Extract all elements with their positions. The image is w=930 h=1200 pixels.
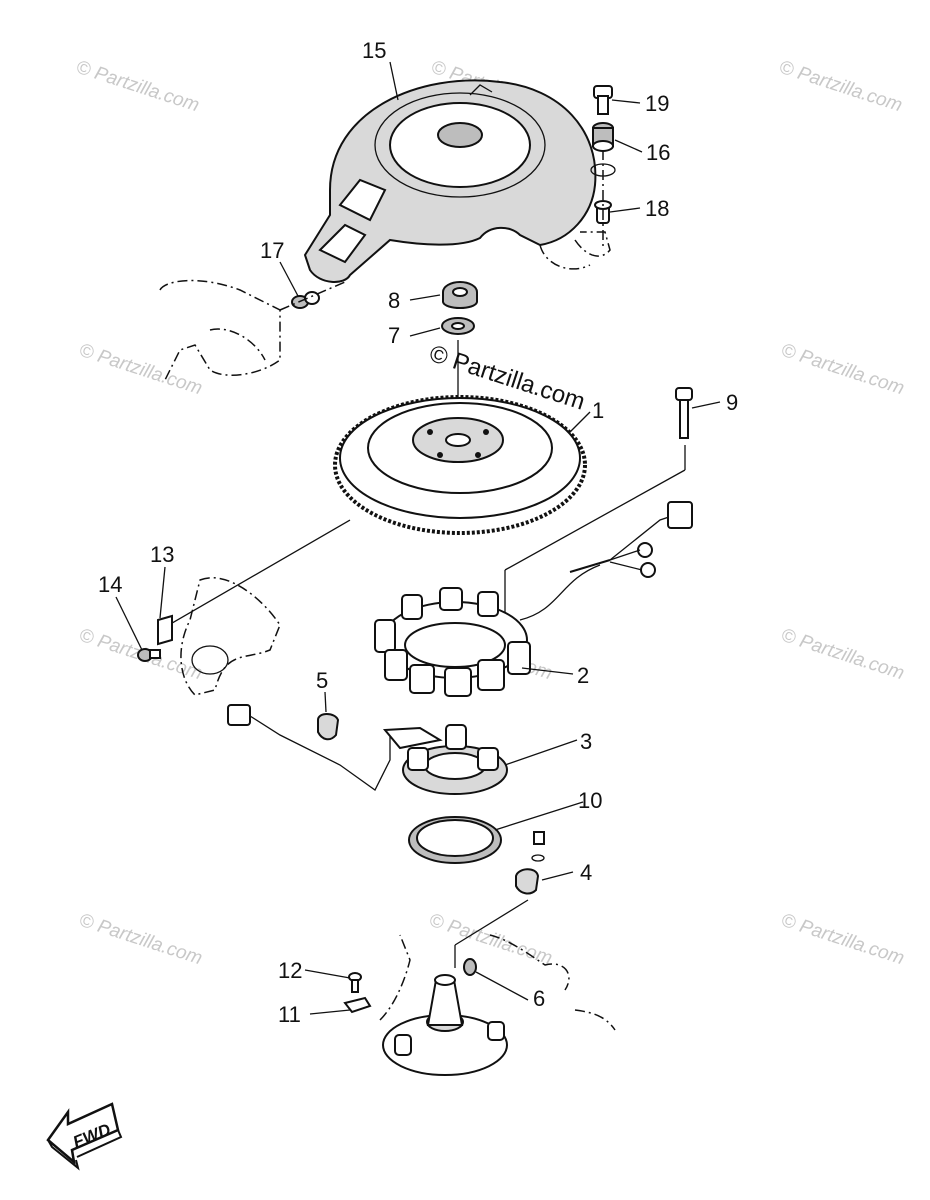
part-label-14: 14	[98, 572, 122, 597]
grommet-part-17	[291, 291, 320, 309]
watermark: © Partzilla.com	[778, 910, 906, 970]
part-label-19: 19	[645, 91, 669, 116]
clamp-part-5	[317, 713, 340, 741]
bushing-part-16	[590, 122, 616, 177]
clip-part-11	[343, 996, 372, 1014]
ring-part-10	[408, 816, 502, 864]
washer-part-6	[463, 958, 477, 976]
watermark: © Partzilla.com	[76, 910, 204, 970]
part-label-6: 6	[533, 986, 545, 1011]
connector	[227, 704, 251, 726]
screw-part-14	[137, 648, 161, 662]
part-label-16: 16	[646, 140, 670, 165]
part-label-11: 11	[278, 1002, 301, 1027]
part-label-10: 10	[578, 788, 602, 813]
part-label-1: 1	[592, 398, 604, 423]
fwd-arrow-icon: FWD	[46, 1102, 123, 1171]
part-label-3: 3	[580, 729, 592, 754]
flywheel-cover-part-15	[303, 79, 611, 283]
watermark: © Partzilla.com	[76, 340, 204, 400]
leader-lines	[115, 61, 721, 1015]
part-label-4: 4	[580, 860, 592, 885]
bolt-part-19	[593, 85, 613, 115]
part-label-7: 7	[388, 323, 400, 348]
washer-part-7	[441, 317, 475, 335]
flywheel-part-1	[333, 395, 587, 535]
part-number-labels: 15 19 16 18 17 8 7 9 1 2 13 14 5 3 10 4 …	[98, 38, 738, 1027]
part-label-8: 8	[388, 288, 400, 313]
part-label-9: 9	[726, 390, 738, 415]
part-label-15: 15	[362, 38, 386, 63]
plate-part-13	[157, 614, 173, 646]
watermark: © Partzilla.com	[778, 340, 906, 400]
watermark: © Partzilla.com	[778, 625, 906, 685]
screw-part-12	[348, 972, 362, 993]
pulser-coil-part-3	[382, 724, 508, 795]
part-label-2: 2	[577, 663, 589, 688]
bracket-part-4	[515, 831, 545, 895]
bolt-part-9	[675, 387, 693, 439]
part-label-18: 18	[645, 196, 669, 221]
watermark: © Partzilla.com	[73, 57, 201, 117]
part-label-12: 12	[278, 958, 302, 983]
watermark: © Partzilla.com	[776, 57, 904, 117]
stator-part-2	[374, 501, 693, 697]
part-label-17: 17	[260, 238, 284, 263]
part-label-13: 13	[150, 542, 174, 567]
nut-part-8	[442, 281, 478, 309]
watermark: © Partzilla.com	[426, 910, 554, 970]
part-label-5: 5	[316, 668, 328, 693]
base-plate	[382, 974, 508, 1076]
